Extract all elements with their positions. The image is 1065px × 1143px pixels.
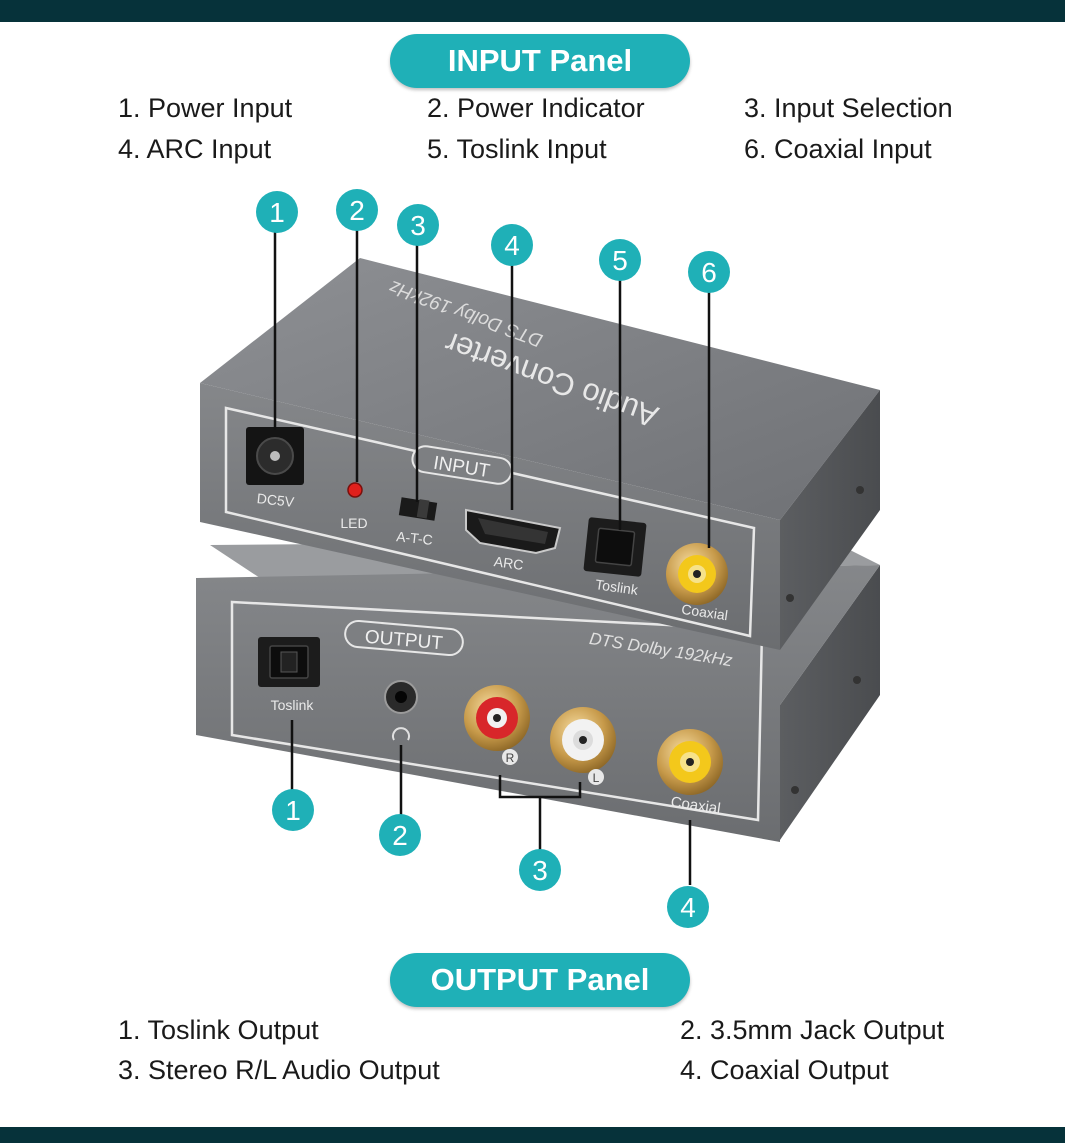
screw: [856, 486, 864, 494]
rca-red-port: [464, 685, 530, 751]
input-item-6: 6. Coaxial Input: [744, 134, 932, 164]
coaxial-output-port: [657, 729, 723, 795]
badge-output-4: 4: [667, 886, 709, 928]
dc5v-label: DC5V: [256, 490, 295, 510]
badge-input-6: 6: [688, 251, 730, 293]
atc-label: A-T-C: [396, 528, 434, 548]
svg-text:4: 4: [504, 230, 520, 261]
input-panel-border: [224, 406, 756, 638]
svg-text:2: 2: [349, 195, 365, 226]
power-led: [347, 482, 363, 498]
toslink-input-port: [583, 517, 647, 577]
svg-text:6: 6: [701, 257, 717, 288]
arc-label: ARC: [493, 553, 525, 573]
top-bar: [0, 0, 1065, 22]
r-label: R: [506, 751, 515, 765]
coaxial-output-label: Coaxial: [670, 794, 722, 818]
badge-input-2: 2: [336, 189, 378, 231]
screw: [786, 594, 794, 602]
output-panel-border: [230, 600, 764, 822]
hdmi-arc-port: [465, 508, 562, 555]
input-item-1: 1. Power Input: [118, 93, 293, 123]
toslink-output-label: Toslink: [271, 697, 315, 713]
led-label: LED: [340, 515, 367, 531]
output-item-3: 3. Stereo R/L Audio Output: [118, 1055, 440, 1085]
badge-output-3: 3: [519, 849, 561, 891]
screw: [853, 676, 861, 684]
badge-input-5: 5: [599, 239, 641, 281]
r-marker: [502, 749, 518, 765]
dc-power-port: [246, 427, 304, 485]
badge-output-1: 1: [272, 789, 314, 831]
callout-lines: [273, 230, 711, 885]
output-device-side: [780, 565, 880, 840]
output-item-2: 2. 3.5mm Jack Output: [680, 1015, 945, 1045]
output-item-4: 4. Coaxial Output: [680, 1055, 889, 1085]
input-item-3: 3. Input Selection: [744, 93, 953, 123]
badge-input-4: 4: [491, 224, 533, 266]
badge-input-3: 3: [397, 204, 439, 246]
output-item-1: 1. Toslink Output: [118, 1015, 319, 1045]
output-panel-title: OUTPUT Panel: [390, 953, 690, 1007]
input-item-5: 5. Toslink Input: [427, 134, 607, 164]
svg-text:4: 4: [680, 892, 696, 923]
svg-text:1: 1: [269, 197, 285, 228]
badge-input-1: 1: [256, 191, 298, 233]
rca-white-port: [550, 707, 616, 773]
svg-text:3: 3: [532, 855, 548, 886]
badge-output-2: 2: [379, 814, 421, 856]
l-marker: [588, 769, 604, 785]
input-device-side: [780, 390, 880, 650]
svg-text:3: 3: [410, 210, 426, 241]
headphone-icon: [392, 727, 410, 741]
l-label: L: [593, 771, 600, 785]
input-item-2: 2. Power Indicator: [427, 93, 645, 123]
toslink-output-port: [258, 637, 320, 687]
svg-text:5: 5: [612, 245, 628, 276]
input-item-4: 4. ARC Input: [118, 134, 272, 164]
screw: [791, 786, 799, 794]
svg-text:2: 2: [392, 820, 408, 851]
input-selection-switch: [398, 497, 438, 521]
coaxial-input-port: [666, 543, 728, 605]
jack-output-port: [384, 680, 418, 741]
input-panel-title: INPUT Panel: [390, 34, 690, 88]
bottom-bar: [0, 1127, 1065, 1143]
coaxial-input-label: Coaxial: [680, 601, 728, 623]
output-tag: [344, 619, 464, 657]
toslink-input-label: Toslink: [594, 576, 640, 598]
svg-text:1: 1: [285, 795, 301, 826]
